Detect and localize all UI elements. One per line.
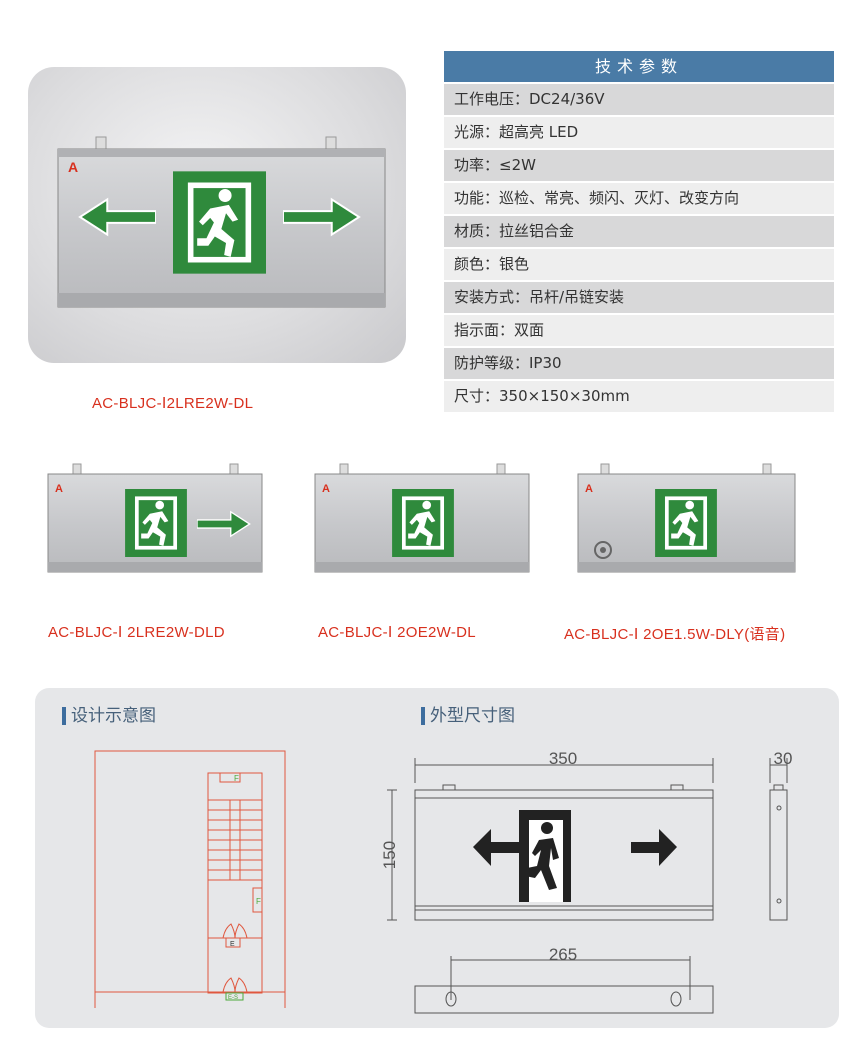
variant-sign-right-arrow: A bbox=[47, 463, 263, 573]
spec-row: 光源：超高亮 LED bbox=[444, 117, 834, 148]
svg-text:A: A bbox=[55, 483, 63, 495]
spec-row: 颜色：银色 bbox=[444, 249, 834, 280]
exit-sign-double-arrow: A bbox=[57, 136, 386, 308]
variant-model: AC-BLJC-Ⅰ 2LRE2W-DLD bbox=[48, 624, 225, 641]
spec-row: 功率：≤2W bbox=[444, 150, 834, 181]
plan-label: E-S bbox=[228, 995, 238, 1001]
width-dimension: 350 bbox=[549, 749, 577, 768]
spec-table: 技术参数 工作电压：DC24/36V 光源：超高亮 LED 功率：≤2W 功能：… bbox=[444, 51, 834, 412]
spec-row: 材质：拉丝铝合金 bbox=[444, 216, 834, 247]
main-product-photo: A bbox=[28, 67, 406, 363]
height-dimension: 150 bbox=[380, 841, 399, 869]
dimension-diagram-title: 外型尺寸图 bbox=[421, 707, 515, 725]
floor-plan bbox=[94, 750, 286, 1008]
hole-spacing-dimension: 265 bbox=[549, 945, 577, 964]
spec-row: 功能：巡检、常亮、频闪、灭灯、改变方向 bbox=[444, 183, 834, 214]
variant-sign-voice: A bbox=[577, 463, 796, 573]
svg-text:A: A bbox=[585, 483, 593, 495]
plan-label: E bbox=[230, 941, 235, 948]
diagram-panel bbox=[35, 688, 839, 1028]
spec-row: 指示面：双面 bbox=[444, 315, 834, 346]
plan-label: F bbox=[256, 897, 261, 906]
plan-label: F bbox=[234, 774, 239, 783]
brand-logo: A bbox=[68, 159, 78, 175]
drawings: F F E E-S 350 150 30 265 bbox=[94, 749, 793, 1014]
side-view bbox=[769, 758, 788, 921]
variant-model: AC-BLJC-Ⅰ 2OE2W-DL bbox=[318, 624, 476, 641]
depth-dimension: 30 bbox=[774, 749, 793, 768]
svg-text:A: A bbox=[322, 483, 330, 495]
spec-row: 安装方式：吊杆/吊链安装 bbox=[444, 282, 834, 313]
bottom-view bbox=[414, 956, 714, 1014]
spec-row: 工作电压：DC24/36V bbox=[444, 84, 834, 115]
main-product-model: AC-BLJC-Ⅰ2LRE2W-DL bbox=[92, 395, 254, 412]
variant-model: AC-BLJC-Ⅰ 2OE1.5W-DLY(语音) bbox=[564, 626, 786, 643]
spec-row: 防护等级：IP30 bbox=[444, 348, 834, 379]
spec-row: 尺寸：350×150×30mm bbox=[444, 381, 834, 412]
variant-sign-exit-only: A bbox=[314, 463, 530, 573]
design-diagram-title: 设计示意图 bbox=[62, 707, 156, 725]
front-view bbox=[387, 758, 714, 921]
spec-table-title: 技术参数 bbox=[444, 51, 834, 82]
speaker-icon bbox=[594, 541, 612, 559]
